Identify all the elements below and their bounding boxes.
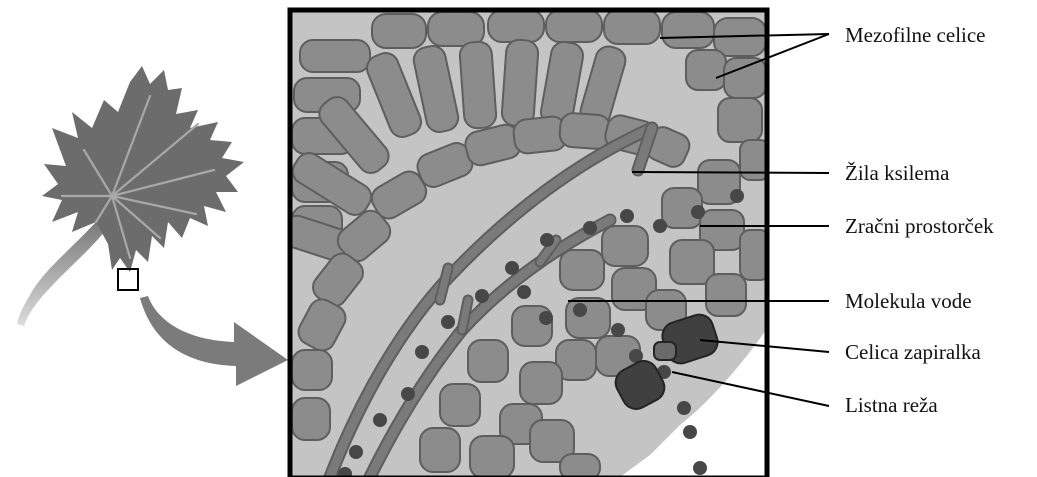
label-water-molecule: Molekula vode xyxy=(845,289,972,313)
leader-xylem xyxy=(632,172,829,173)
leaf-stem xyxy=(17,222,106,326)
label-guard-cell: Celica zapiralka xyxy=(845,340,982,364)
leaf-illustration xyxy=(17,66,288,386)
label-stoma: Listna reža xyxy=(845,393,938,417)
label-mesophyll: Mezofilne celice xyxy=(845,23,986,47)
label-air-space: Zračni prostorček xyxy=(845,214,994,238)
label-xylem: Žila ksilema xyxy=(845,161,950,185)
zoom-arrow xyxy=(140,296,288,386)
zoom-region-marker xyxy=(118,269,138,290)
zoomed-cross-section xyxy=(279,10,782,477)
